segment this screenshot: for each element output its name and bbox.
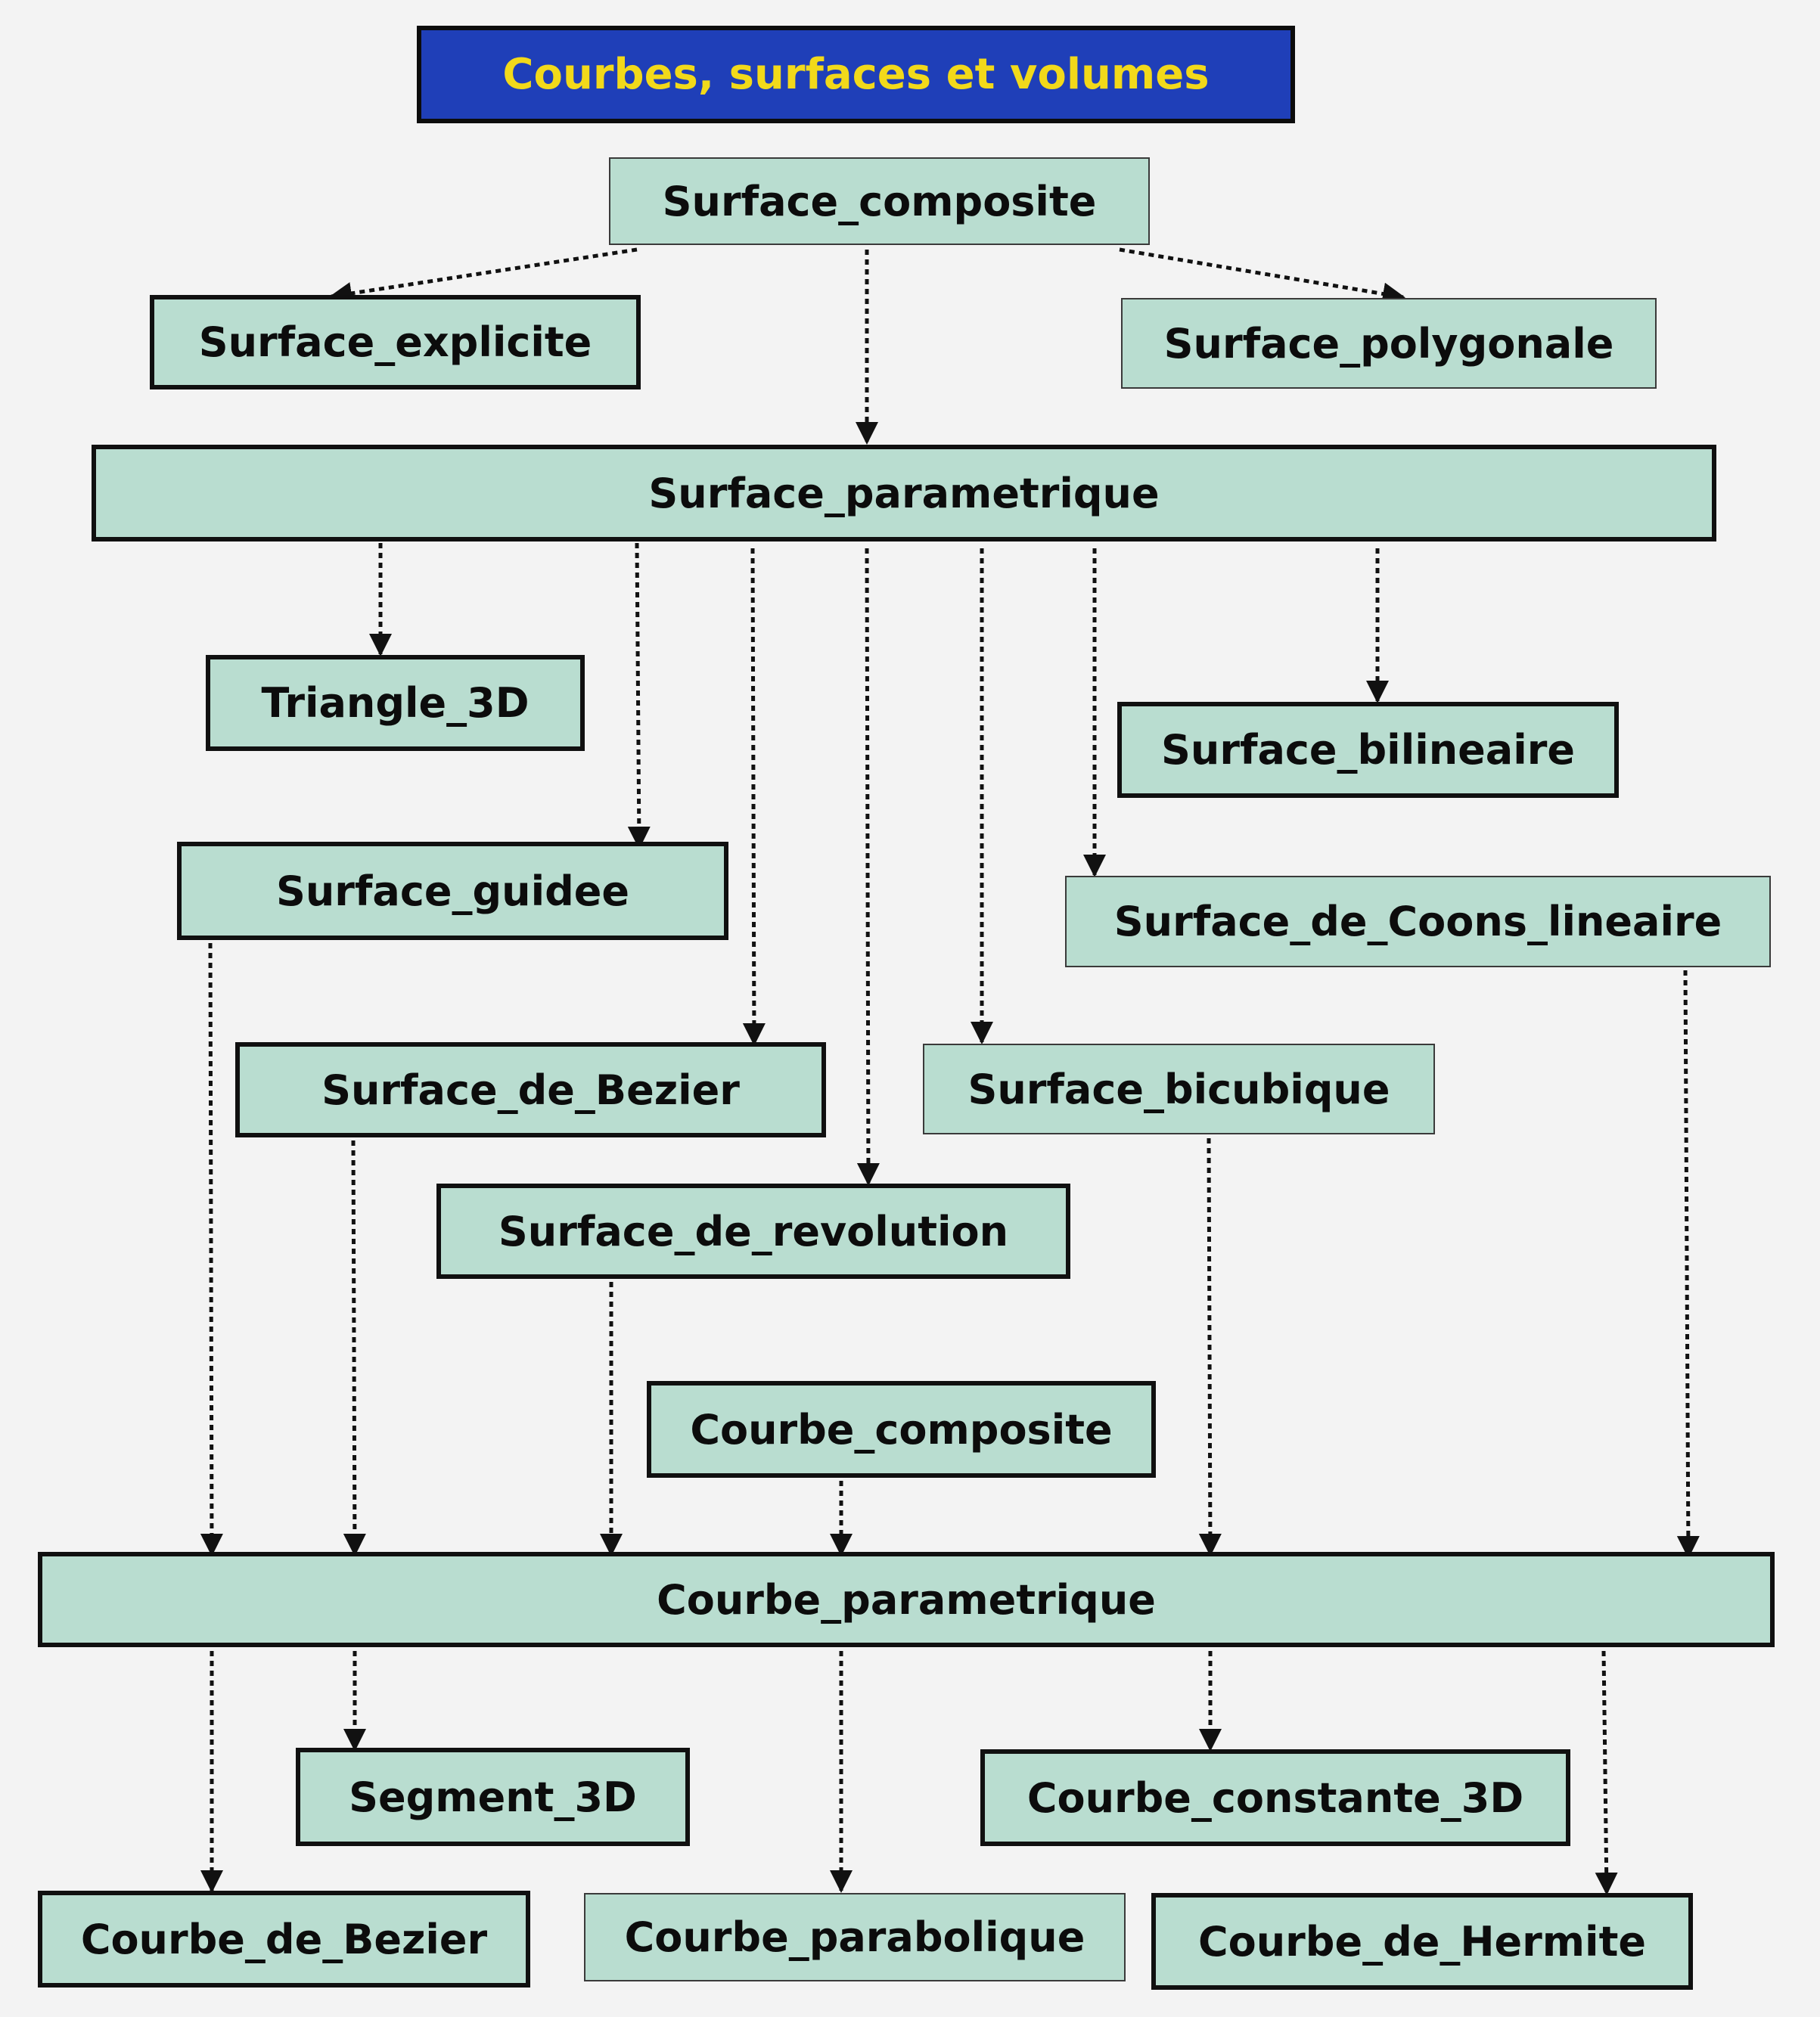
node-label: Surface_bilineaire — [1161, 726, 1575, 774]
edge-composite-to-polygonale — [1119, 247, 1405, 306]
edge-composite-to-explicite — [329, 247, 638, 305]
node-label: Surface_polygonale — [1163, 319, 1614, 368]
node-label: Surface_de_revolution — [498, 1207, 1009, 1255]
node-label: Courbe_composite — [690, 1405, 1113, 1454]
node-courbe-de-hermite: Courbe_de_Hermite — [1151, 1893, 1693, 1990]
node-label: Courbe_de_Hermite — [1197, 1917, 1647, 1966]
node-courbe-composite: Courbe_composite — [647, 1381, 1156, 1478]
node-triangle-3d: Triangle_3D — [206, 655, 585, 751]
node-surface-explicite: Surface_explicite — [150, 295, 641, 389]
node-surface-guidee: Surface_guidee — [177, 842, 728, 940]
node-surface-parametrique: Surface_parametrique — [92, 445, 1716, 541]
node-surface-de-bezier: Surface_de_Bezier — [235, 1042, 826, 1137]
node-label: Surface_de_Coons_lineaire — [1113, 898, 1722, 945]
node-label: Courbe_de_Bezier — [80, 1915, 488, 1963]
node-label: Surface_bicubique — [967, 1065, 1390, 1113]
diagram-title: Courbes, surfaces et volumes — [417, 26, 1295, 123]
node-label: Surface_composite — [662, 177, 1097, 225]
node-courbe-de-bezier: Courbe_de_Bezier — [38, 1891, 530, 1988]
node-courbe-parametrique: Courbe_parametrique — [38, 1552, 1775, 1647]
node-courbe-constante-3d: Courbe_constante_3D — [980, 1749, 1570, 1846]
node-surface-bilineaire: Surface_bilineaire — [1117, 702, 1619, 798]
edge-guidee-to-courbe-param — [200, 942, 223, 1556]
node-surface-de-coons-lineaire: Surface_de_Coons_lineaire — [1065, 876, 1771, 967]
node-surface-bicubique: Surface_bicubique — [923, 1044, 1435, 1134]
edge-parametrique-to-bezier — [742, 548, 766, 1046]
node-segment-3d: Segment_3D — [296, 1748, 690, 1846]
node-label: Segment_3D — [349, 1773, 637, 1821]
edge-parametrique-to-guidee — [627, 542, 651, 849]
node-label: Triangle_3D — [261, 679, 530, 727]
diagram-title-text: Courbes, surfaces et volumes — [502, 50, 1210, 99]
node-label: Surface_de_Bezier — [321, 1066, 740, 1114]
edge-bicubique-to-courbe-param — [1198, 1137, 1222, 1556]
node-label: Courbe_parametrique — [657, 1575, 1156, 1624]
node-label: Courbe_parabolique — [624, 1913, 1085, 1961]
node-label: Courbe_constante_3D — [1026, 1773, 1524, 1822]
edge-bezier-to-courbe-param — [343, 1140, 366, 1556]
edge-courbe-param-to-hermite — [1595, 1650, 1618, 1895]
node-label: Surface_guidee — [275, 867, 630, 915]
node-courbe-parabolique: Courbe_parabolique — [584, 1893, 1126, 1981]
node-label: Surface_explicite — [198, 318, 592, 366]
node-surface-polygonale: Surface_polygonale — [1121, 298, 1657, 389]
node-surface-de-revolution: Surface_de_revolution — [436, 1184, 1070, 1279]
edge-parametrique-to-revolution — [856, 548, 880, 1186]
node-label: Surface_parametrique — [648, 469, 1160, 517]
edge-coons-to-courbe-param — [1676, 970, 1700, 1559]
node-surface-composite: Surface_composite — [609, 157, 1150, 245]
